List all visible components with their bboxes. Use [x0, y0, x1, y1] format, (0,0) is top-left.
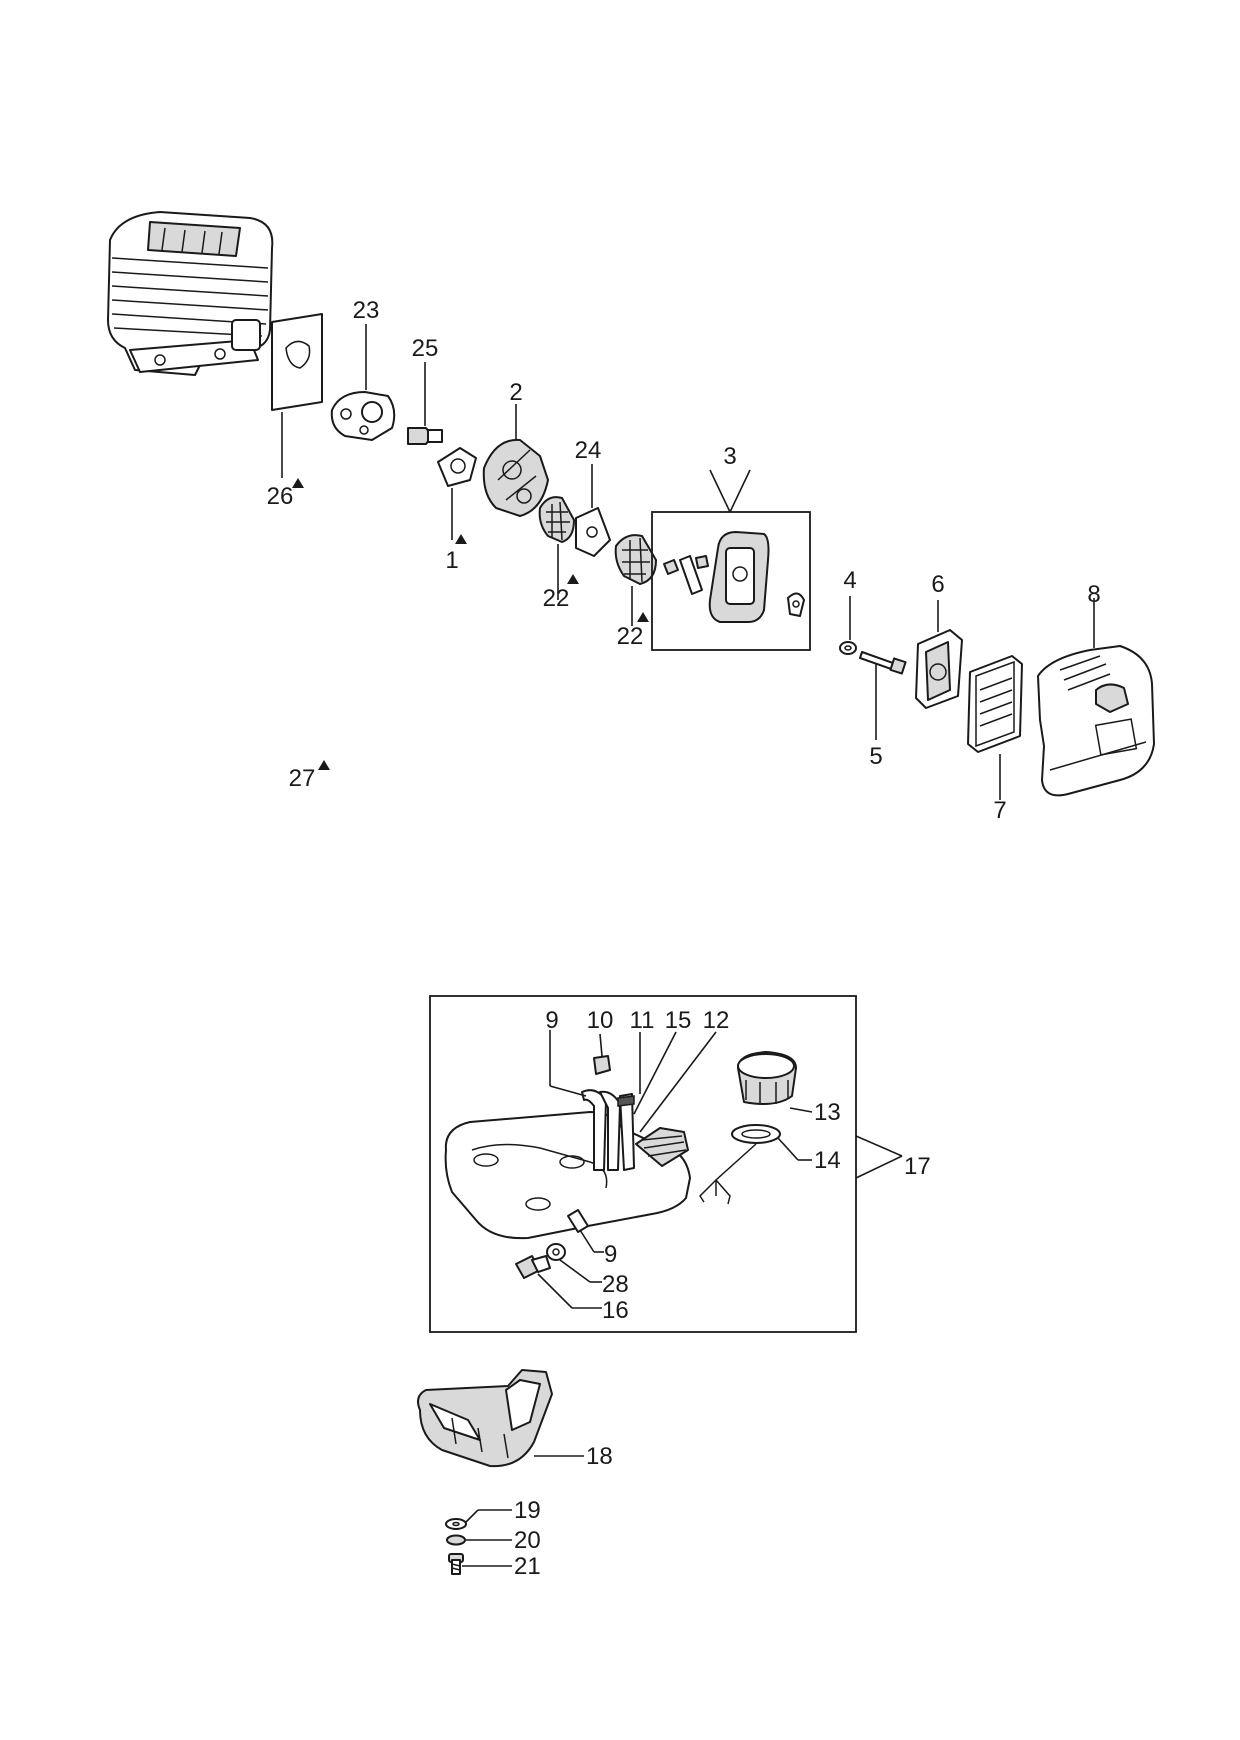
- callout-16: 16: [602, 1297, 629, 1324]
- fuel-tank-assembly-box: [429, 995, 857, 1333]
- callout-10: 10: [587, 1007, 614, 1034]
- callout-27: 27: [289, 765, 316, 792]
- callout-8: 8: [1087, 581, 1100, 608]
- fuel-cap-gasket-part-14: [731, 1124, 812, 1161]
- cylinder-assembly: [107, 211, 274, 376]
- triangle-icon: [318, 760, 330, 770]
- callout-22-first: 22: [543, 585, 570, 612]
- callout-6: 6: [931, 571, 944, 598]
- filter-screen-part-22-a: [538, 496, 575, 600]
- callout-9-lower: 9: [604, 1241, 617, 1268]
- callout-20: 20: [514, 1527, 541, 1554]
- callout-19: 19: [514, 1497, 541, 1524]
- callout-4: 4: [843, 567, 856, 594]
- callout-12: 12: [703, 1007, 730, 1034]
- fuel-tank-body: [444, 1111, 691, 1240]
- callout-17: 17: [904, 1153, 931, 1180]
- callout-24: 24: [575, 437, 602, 464]
- grommet-part-28: [546, 1243, 602, 1283]
- filter-holder-part-6: [915, 600, 963, 709]
- fuel-cap-retainer: [699, 1143, 757, 1205]
- lock-washer-part-20: [446, 1534, 512, 1546]
- tube-part-9-lower: [567, 1209, 604, 1253]
- triangle-icon: [567, 574, 579, 584]
- diaphragm-part-24: [575, 464, 611, 557]
- tank-guard-part-18: [417, 1369, 584, 1468]
- bolt-part-25: [407, 362, 443, 445]
- insulator-part-23: [330, 324, 396, 441]
- callout-2: 2: [509, 379, 522, 406]
- bolt-part-5: [859, 651, 907, 740]
- fuel-filter-part-12: [639, 1031, 717, 1133]
- callout-22-second: 22: [617, 623, 644, 650]
- fuel-cap-part-13: [737, 1051, 813, 1113]
- callout-18: 18: [586, 1443, 613, 1470]
- callout-26: 26: [267, 483, 294, 510]
- triangle-icon: [455, 534, 467, 544]
- callout-11: 11: [630, 1007, 655, 1034]
- assembly-bracket-part-17: [855, 1135, 903, 1179]
- gasket-part-26: [271, 313, 323, 478]
- air-filter-cover-part-8: [1037, 598, 1155, 797]
- triangle-icon: [637, 612, 649, 622]
- callout-14: 14: [814, 1147, 841, 1174]
- fuel-hose-part-11-15: [617, 1031, 677, 1171]
- triangle-icon: [292, 478, 304, 488]
- washer-part-4: [839, 596, 857, 655]
- callout-21: 21: [514, 1553, 541, 1580]
- callout-5: 5: [869, 743, 882, 770]
- callout-1: 1: [445, 547, 458, 574]
- air-filter-part-7: [967, 655, 1023, 800]
- fuel-line-part-9: [549, 1030, 621, 1171]
- screw-part-16: [515, 1255, 602, 1309]
- callout-25: 25: [412, 335, 439, 362]
- filter-screen-part-22-b: [614, 534, 657, 626]
- callout-7: 7: [993, 797, 1006, 824]
- carburetor-kit-part-3: [651, 469, 811, 651]
- triangle-markers: [292, 478, 649, 770]
- callout-9-upper: 9: [545, 1007, 558, 1034]
- callout-23: 23: [353, 297, 380, 324]
- carburetor-part-2: [482, 404, 549, 517]
- gasket-part-1: [437, 447, 477, 540]
- callout-labels: 1 2 3 4 5 6 7 8 9 10 11 15 12 13 14 17 9…: [267, 297, 1101, 1580]
- screw-part-21: [448, 1553, 512, 1575]
- callout-3: 3: [723, 443, 736, 470]
- washer-part-19: [445, 1509, 512, 1530]
- callout-28: 28: [602, 1271, 629, 1298]
- callout-15: 15: [665, 1007, 692, 1034]
- fuel-line-fitting-part-10: [593, 1033, 611, 1075]
- callout-13: 13: [814, 1099, 841, 1126]
